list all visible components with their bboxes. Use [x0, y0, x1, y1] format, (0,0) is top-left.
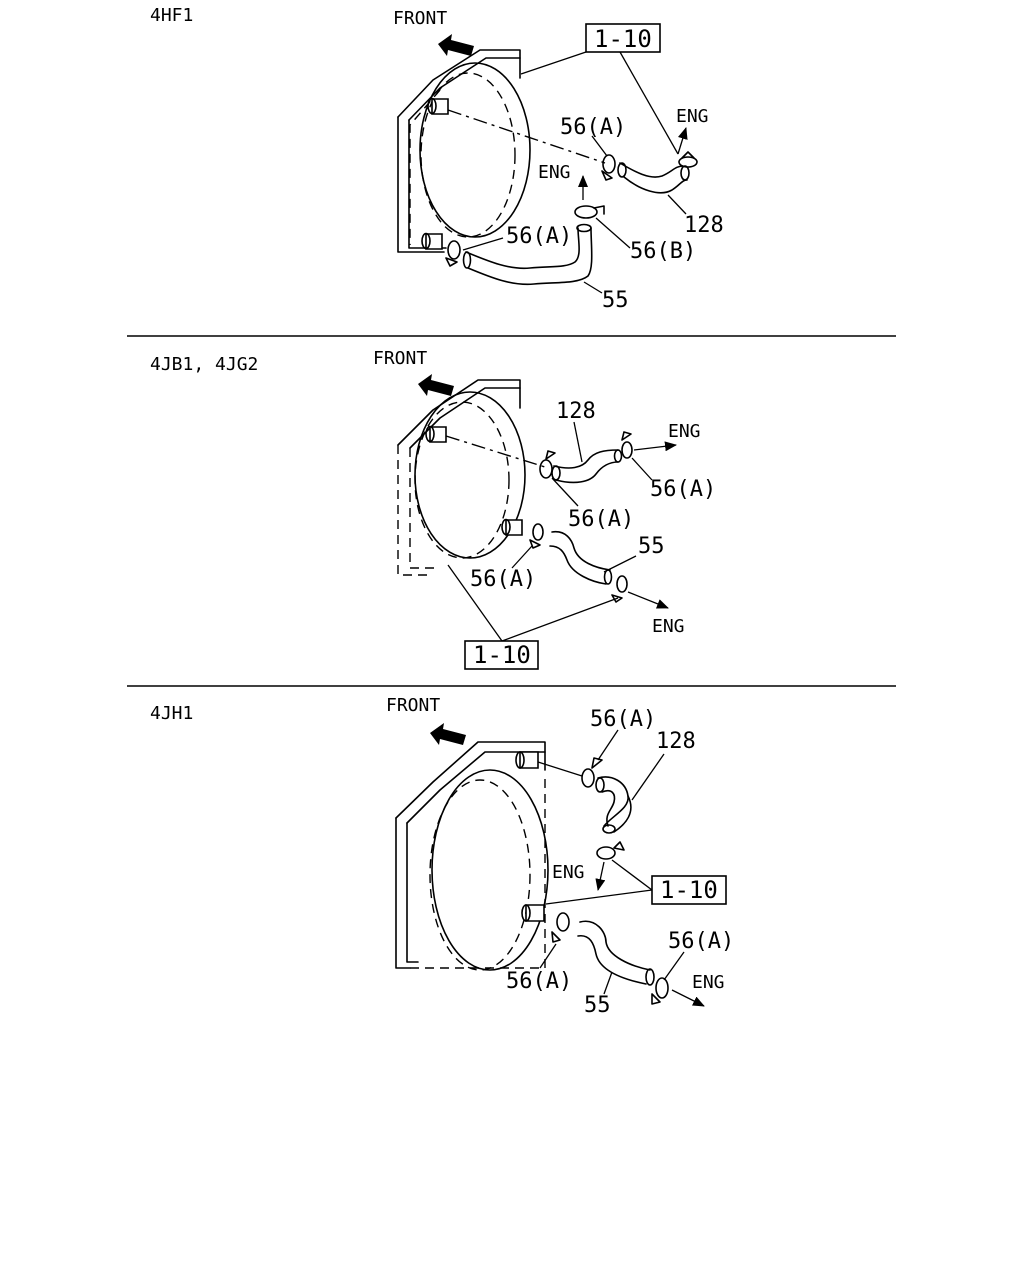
- ref-box-label: 1-10: [660, 876, 718, 904]
- eng-label: ENG: [552, 862, 585, 883]
- model-label: 4JB1, 4JG2: [150, 354, 258, 375]
- hose-clamp-icon: [581, 757, 603, 788]
- section-4jb1-4jg2: 4JB1, 4JG2 FRONT: [150, 348, 716, 670]
- hose-clamp-icon: [445, 240, 461, 267]
- hose-clamp-icon: [651, 977, 669, 1005]
- radiator-icon: [395, 741, 549, 971]
- eng-label: ENG: [668, 421, 701, 442]
- callout-label: 56(A): [506, 224, 572, 249]
- hose-clamp-icon: [601, 154, 616, 181]
- callout-label: 128: [684, 213, 724, 238]
- section-4hf1: 4HF1 FRONT: [150, 5, 724, 313]
- front-arrow-icon: [418, 374, 454, 396]
- front-arrow-icon: [438, 34, 474, 56]
- section-4jh1: 4JH1 FRONT: [150, 695, 734, 1018]
- callout-label: 55: [638, 534, 665, 559]
- radiator-icon: [397, 49, 531, 253]
- eng-label: ENG: [538, 162, 571, 183]
- callout-label: 56(A): [506, 969, 572, 994]
- hose-128: [597, 776, 629, 827]
- callout-label: 128: [556, 399, 596, 424]
- ref-box-label: 1-10: [594, 25, 652, 53]
- hose-clamp-icon: [596, 841, 625, 860]
- hose-128: [553, 449, 619, 469]
- ref-box: [585, 23, 661, 53]
- front-label: FRONT: [386, 695, 440, 716]
- callout-label: 128: [656, 729, 696, 754]
- model-label: 4HF1: [150, 5, 193, 26]
- hose-clamp-icon: [678, 151, 698, 168]
- callout-label: 56(A): [650, 477, 716, 502]
- ref-box: [464, 640, 539, 670]
- callout-label: 56(B): [630, 239, 696, 264]
- hose-clamp-icon: [574, 205, 605, 219]
- radiator-icon: [397, 379, 526, 576]
- hose-clamp-icon: [539, 450, 556, 479]
- hose-128: [619, 162, 684, 178]
- callout-label: 55: [602, 288, 629, 313]
- model-label: 4JH1: [150, 703, 193, 724]
- hose-55: [551, 530, 611, 571]
- callout-label: 56(A): [590, 707, 656, 732]
- hose-clamp-icon: [611, 575, 628, 603]
- ref-box-label: 1-10: [473, 641, 531, 669]
- front-arrow-icon: [430, 723, 466, 745]
- ref-box: [651, 875, 727, 905]
- front-label: FRONT: [393, 8, 447, 29]
- eng-label: ENG: [652, 616, 685, 637]
- eng-label: ENG: [676, 106, 709, 127]
- hose-clamp-icon: [529, 523, 544, 549]
- callout-label: 55: [584, 993, 611, 1018]
- callout-label: 56(A): [470, 567, 536, 592]
- callout-label: 56(A): [560, 115, 626, 140]
- hose-55: [465, 227, 580, 270]
- callout-label: 56(A): [568, 507, 634, 532]
- callout-label: 56(A): [668, 929, 734, 954]
- front-label: FRONT: [373, 348, 427, 369]
- eng-label: ENG: [692, 972, 725, 993]
- hose-55: [579, 920, 651, 971]
- hose-clamp-icon: [551, 912, 570, 943]
- hose-clamp-icon: [621, 431, 633, 459]
